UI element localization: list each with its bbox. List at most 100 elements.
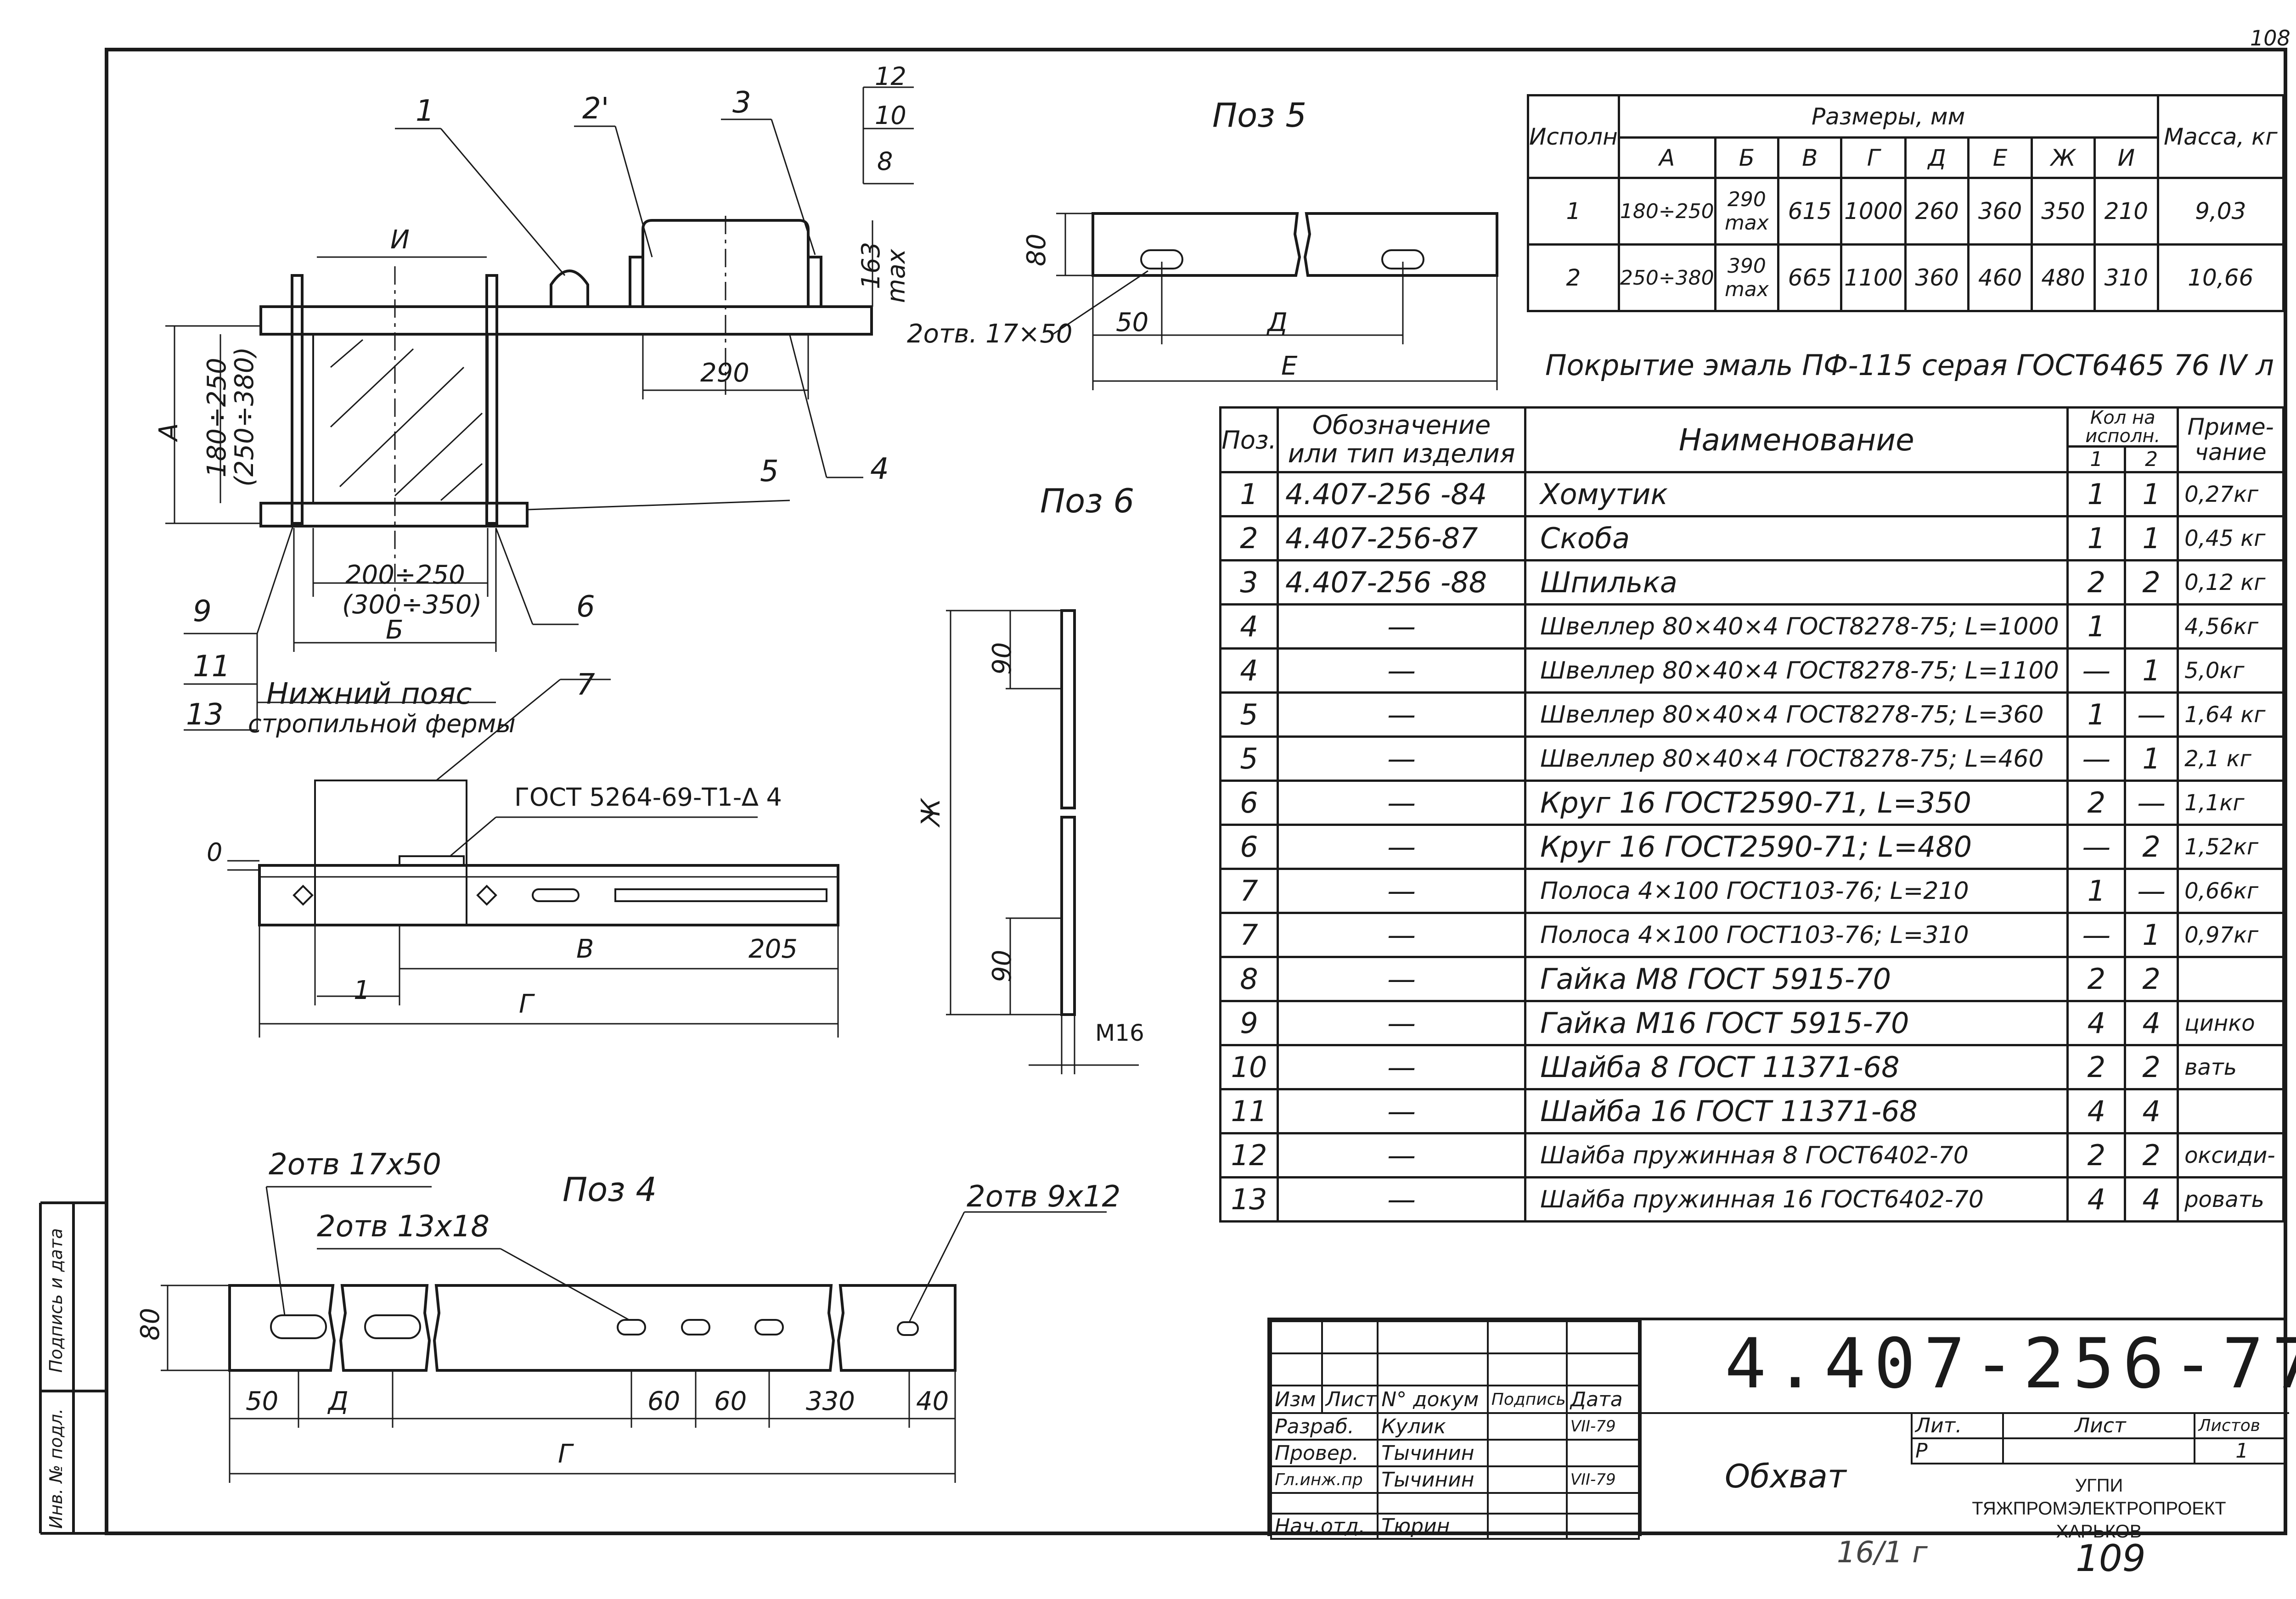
dim-one: 1 [354, 976, 370, 1005]
spec-header-oboz-line1: Обозначение [1312, 410, 1491, 441]
spec-header-q1: 1 [2066, 445, 2127, 473]
spec-cell-pos: 9 [1219, 1000, 1279, 1046]
poz4-dim-330: 330 [806, 1386, 855, 1416]
spec-cell-oboz: — [1276, 1132, 1527, 1178]
stamp-date: VII-79 [1565, 1412, 1640, 1441]
spec-cell-pos: 4 [1219, 603, 1279, 650]
leader-label-13: 13 [186, 698, 224, 732]
dim-b-range-alt: (300÷350) [342, 590, 482, 620]
spec-cell-note: 0,45 кг [2177, 515, 2285, 561]
spec-cell-pos: 1 [1219, 471, 1279, 517]
spec-cell-q1: 1 [2066, 515, 2127, 561]
spec-cell-name: Швеллер 80×40×4 ГОСТ8278-75; L=360 [1524, 691, 2069, 738]
leader-label-12: 12 [875, 62, 906, 91]
spec-cell-name: Шайба 16 ГОСТ 11371-68 [1524, 1088, 2069, 1134]
spec-cell-q1: 1 [2066, 691, 2127, 738]
dims-cell: 180÷250 [1617, 177, 1716, 246]
spec-cell-note: 0,27кг [2177, 471, 2285, 517]
spec-cell-note: 5,0кг [2177, 647, 2285, 694]
stamp-role: Разраб. [1270, 1412, 1379, 1441]
poz5-title: Поз 5 [1212, 96, 1307, 135]
dims-cell: 210 [2093, 177, 2159, 246]
stamp-h-sheet: Лист [2002, 1412, 2196, 1439]
spec-cell-note: 1,64 кг [2177, 691, 2285, 738]
spec-cell-pos: 8 [1219, 956, 1279, 1002]
dimensions-table: Исполн Размеры, мм Масса, кг А Б В Г Д Е… [1527, 94, 2285, 312]
poz5-e: Е [1281, 351, 1298, 381]
spec-cell-q2: 1 [2124, 471, 2179, 517]
dim-zero: 0 [207, 838, 223, 867]
spec-cell-oboz: — [1276, 1088, 1527, 1134]
dims-letter-g: Г [1840, 136, 1907, 179]
poz6-h90b: 90 [987, 949, 1017, 982]
spec-cell-name: Шайба пружинная 16 ГОСТ6402-70 [1524, 1176, 2069, 1223]
dims-cell: 390 max [1714, 243, 1780, 312]
stamp-signature [1486, 1465, 1568, 1494]
poz5-h80: 80 [1022, 233, 1052, 266]
dims-cell: 1000 [1840, 177, 1907, 246]
dims-letter-v: В [1777, 136, 1843, 179]
spec-cell-q1: 1 [2066, 603, 2127, 650]
stamp-lit: Р [1910, 1437, 2004, 1464]
dims-cell: 310 [2093, 243, 2159, 312]
spec-cell-name: Полоса 4×100 ГОСТ103-76; L=310 [1524, 912, 2069, 958]
poz4-dim-50: 50 [246, 1386, 279, 1416]
spec-cell-pos: 5 [1219, 735, 1279, 782]
stamp-cell [1270, 1352, 1323, 1386]
org-line3: ХАРЬКОВ [2056, 1521, 2142, 1542]
stamp-signature [1486, 1412, 1568, 1441]
spec-cell-pos: 12 [1219, 1132, 1279, 1178]
spec-cell-q1: — [2066, 735, 2127, 782]
spec-cell-pos: 7 [1219, 868, 1279, 914]
stamp-cell [1565, 1352, 1640, 1386]
spec-cell-note: 0,66кг [2177, 868, 2285, 914]
leader-label-7: 7 [576, 668, 595, 702]
spec-cell-q2: 1 [2124, 912, 2179, 958]
stamp-person [1377, 1492, 1489, 1515]
spec-cell-q2: — [2124, 691, 2179, 738]
stamp-h-list: Лист [1321, 1385, 1379, 1414]
specification-table: Поз. Обозначение или тип изделия Наимено… [1219, 406, 2285, 1223]
spec-cell-note: 2,1 кг [2177, 735, 2285, 782]
spec-cell-name: Круг 16 ГОСТ2590-71, L=350 [1524, 780, 2069, 826]
spec-cell-name: Швеллер 80×40×4 ГОСТ8278-75; L=1000 [1524, 603, 2069, 650]
dims-letter-b: Б [1714, 136, 1780, 179]
stamp-title: Обхват [1725, 1458, 1846, 1495]
stamp-h-ndok: N° докум [1377, 1385, 1489, 1414]
stamp-cell [1377, 1352, 1489, 1386]
spec-cell-q1: 2 [2066, 1044, 2127, 1090]
spec-cell-pos: 6 [1219, 824, 1279, 870]
stamp-person: Кулик [1377, 1412, 1489, 1441]
side-label-inv-number: Инв. № подл. [46, 1408, 66, 1529]
dims-cell: 290 max [1714, 177, 1780, 246]
dim-290: 290 [700, 358, 749, 388]
dim-b: Б [386, 615, 404, 645]
stamp-role: Провер. [1270, 1439, 1379, 1467]
org-line2: ТЯЖПРОМЭЛЕКТРОПРОЕКТ [1972, 1498, 2226, 1519]
leader-label-6: 6 [576, 590, 595, 624]
spec-header-name: Наименование [1524, 406, 2069, 473]
org-line1: УГПИ [2075, 1476, 2123, 1496]
spec-cell-q1: 2 [2066, 956, 2127, 1002]
spec-cell-oboz: — [1276, 1000, 1527, 1046]
dim-a-range: 180÷250 [202, 358, 232, 477]
spec-cell-q2: 2 [2124, 824, 2179, 870]
spec-cell-oboz: — [1276, 868, 1527, 914]
dims-letter-d: Д [1904, 136, 1970, 179]
stamp-date: VII-79 [1565, 1465, 1640, 1494]
stamp-signatures: Изм Лист N° докум Подпись Дата Разраб. К… [1270, 1320, 1640, 1540]
spec-cell-oboz: — [1276, 780, 1527, 826]
spec-cell-q1: — [2066, 824, 2127, 870]
spec-cell-oboz: — [1276, 603, 1527, 650]
spec-cell-q1: 1 [2066, 868, 2127, 914]
dim-v: В [576, 934, 594, 964]
stamp-h-izm: Изм [1270, 1385, 1323, 1414]
